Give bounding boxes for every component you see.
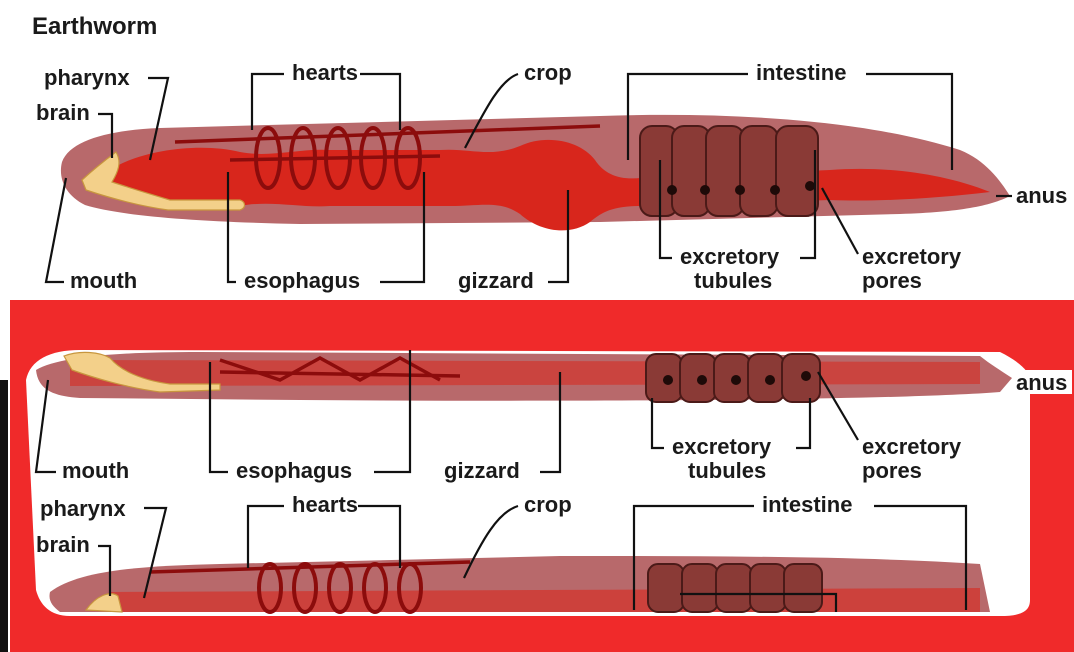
bottom-label-intestine: intestine: [762, 492, 852, 517]
bottom-label-anus: anus: [1016, 370, 1067, 395]
bottom-label-excretory-tubules-1: excretory: [672, 434, 772, 459]
bottom-label-excretory-pores-1: excretory: [862, 434, 962, 459]
label-esophagus: esophagus: [244, 268, 360, 293]
label-mouth: mouth: [70, 268, 137, 293]
label-excretory-pores-2: pores: [862, 268, 922, 293]
bottom-label-excretory-pores-2: pores: [862, 458, 922, 483]
bottom-label-gizzard: gizzard: [444, 458, 520, 483]
bottom-label-hearts: hearts: [292, 492, 358, 517]
bottom-label-esophagus: esophagus: [236, 458, 352, 483]
top-intestine-segments: [640, 126, 818, 216]
label-anus: anus: [1016, 183, 1067, 208]
label-hearts: hearts: [292, 60, 358, 85]
top-diagram: Earthworm: [32, 13, 1067, 293]
label-brain: brain: [36, 100, 90, 125]
label-excretory-pores-1: excretory: [862, 244, 962, 269]
bottom-lower-gut: [110, 588, 980, 612]
bottom-left-border: [0, 380, 8, 652]
label-excretory-tubules-1: excretory: [680, 244, 780, 269]
label-intestine: intestine: [756, 60, 846, 85]
bottom-lower-intestine-segments: [648, 564, 822, 612]
bottom-upper-gut: [70, 360, 980, 386]
leader-mouth: [46, 178, 66, 282]
bottom-label-brain: brain: [36, 532, 90, 557]
label-gizzard: gizzard: [458, 268, 534, 293]
label-excretory-tubules-2: tubules: [694, 268, 772, 293]
bottom-label-mouth: mouth: [62, 458, 129, 483]
bottom-label-pharynx: pharynx: [40, 496, 126, 521]
bottom-diagram: anus mouth esophagus gizzard excretory t…: [0, 300, 1074, 652]
label-crop: crop: [524, 60, 572, 85]
figure-title: Earthworm: [32, 13, 157, 40]
label-pharynx: pharynx: [44, 65, 130, 90]
bottom-label-excretory-tubules-2: tubules: [688, 458, 766, 483]
bottom-label-crop: crop: [524, 492, 572, 517]
